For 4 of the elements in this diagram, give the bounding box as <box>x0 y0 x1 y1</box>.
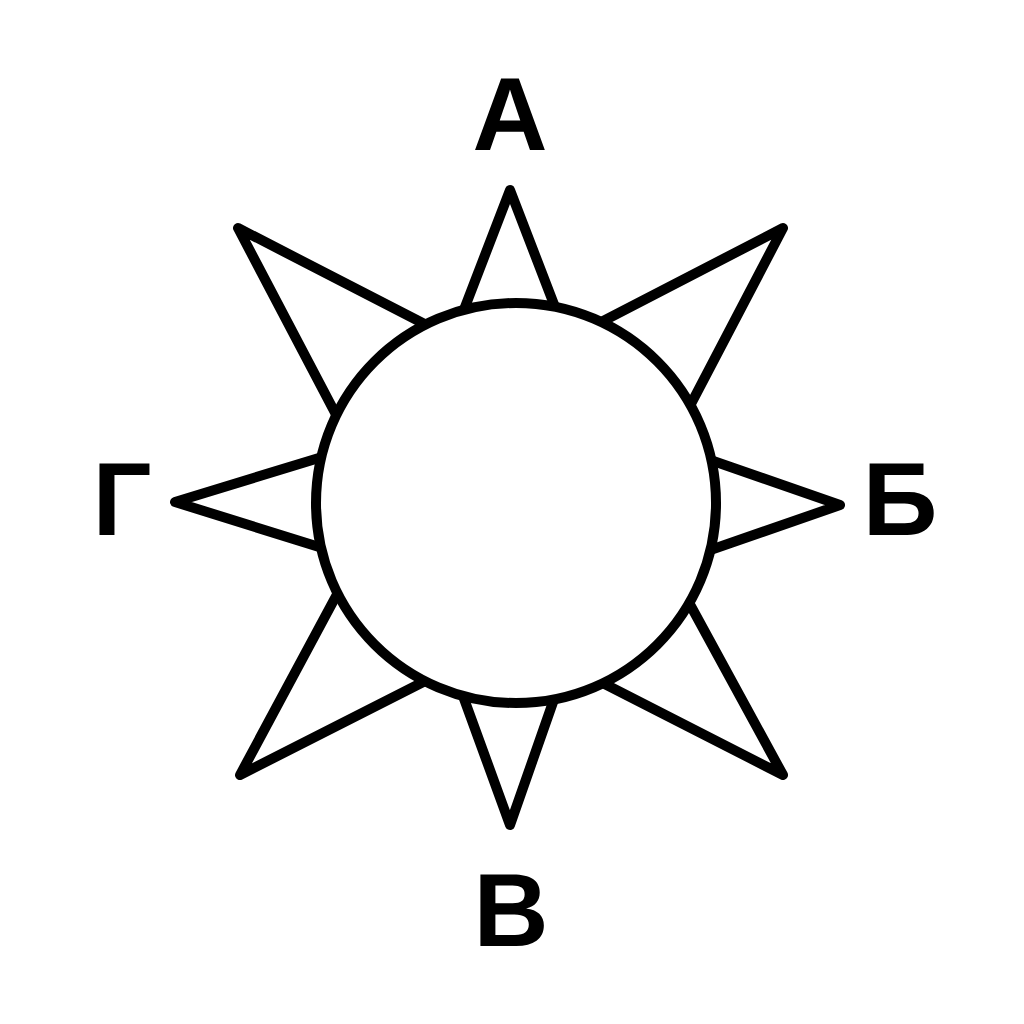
direction-label: Б <box>869 463 934 535</box>
direction-label: В <box>480 874 544 946</box>
direction-label: Г <box>99 463 150 535</box>
direction-label: А <box>475 78 545 150</box>
